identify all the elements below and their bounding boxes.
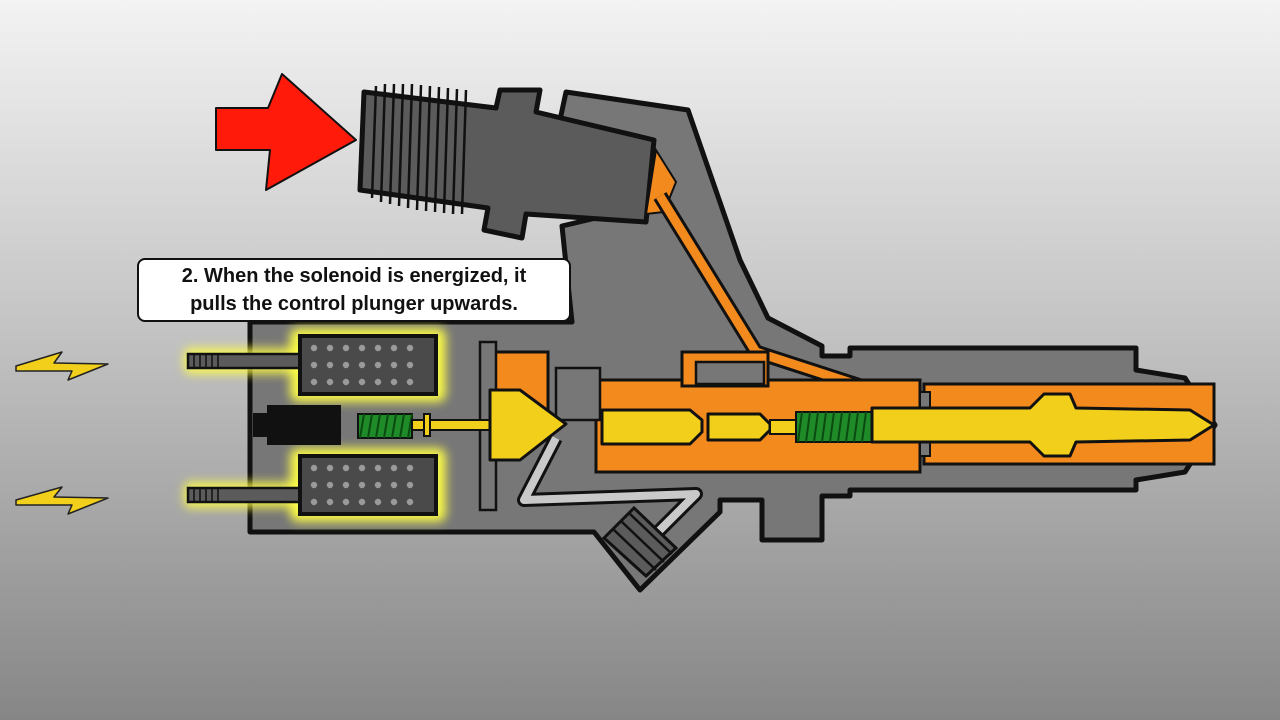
coil-windings bbox=[310, 344, 414, 506]
control-valve-ball bbox=[488, 388, 568, 462]
control-plunger-mid bbox=[706, 412, 772, 442]
control-plunger bbox=[600, 408, 704, 446]
solenoid-coil-top bbox=[298, 334, 438, 396]
solenoid-coil-bottom bbox=[298, 454, 438, 516]
inner-block bbox=[554, 366, 602, 422]
adjusting-screw bbox=[253, 405, 341, 445]
nozzle-needle bbox=[870, 392, 1216, 458]
caption-box: 2. When the solenoid is energized, it pu… bbox=[137, 258, 571, 322]
electrical-terminal bbox=[186, 352, 302, 370]
inlet-fitting bbox=[357, 87, 657, 241]
fuel-return-passage-fill bbox=[520, 436, 700, 543]
red-arrow-icon bbox=[215, 73, 357, 191]
armature-pin-collar bbox=[423, 413, 431, 437]
inlet-threads bbox=[370, 83, 468, 215]
caption-line-2: pulls the control plunger upwards. bbox=[190, 293, 518, 315]
inner-block bbox=[694, 360, 766, 386]
caption-line-1: 2. When the solenoid is energized, it bbox=[181, 265, 527, 287]
lightning-bolt-icon bbox=[15, 486, 109, 515]
lightning-bolt-icon bbox=[15, 351, 109, 381]
return-fitting bbox=[601, 505, 679, 579]
electrical-terminal bbox=[186, 486, 302, 504]
